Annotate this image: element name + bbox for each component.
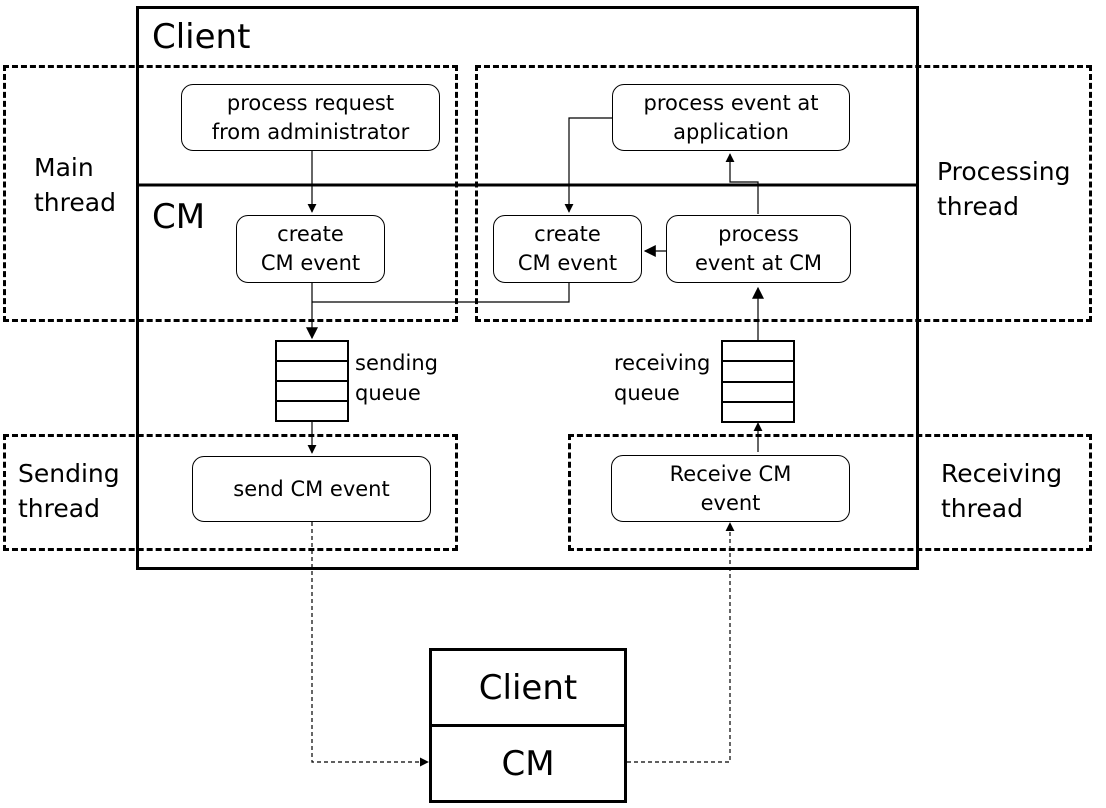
process-request-node: process request from administrator xyxy=(181,84,440,151)
receiving-queue-label: receiving queue xyxy=(614,351,711,405)
arrow-process-cm-to-app xyxy=(725,153,759,214)
cm-section-title: CM xyxy=(152,197,206,237)
queue-slot xyxy=(277,362,347,382)
sending-thread-label: Sending thread xyxy=(18,459,120,523)
network-path-remote-to-receive xyxy=(627,522,735,763)
arrow-right-create-to-sending-queue xyxy=(312,283,570,303)
receiving-thread-region xyxy=(568,434,1092,551)
network-path-send-to-remote xyxy=(311,522,429,767)
process-event-cm-node: process event at CM xyxy=(666,215,851,283)
processing-thread-region xyxy=(475,65,1092,322)
send-cm-event-node: send CM event xyxy=(192,456,431,522)
queue-slot xyxy=(723,342,793,363)
processing-thread-label: Processing thread xyxy=(937,157,1071,221)
receiving-thread-label: Receiving thread xyxy=(941,459,1063,523)
queue-slot xyxy=(723,362,793,383)
remote-cm-cell: CM xyxy=(429,724,627,803)
main-thread-label: Main thread xyxy=(34,153,116,217)
arrow-app-to-create xyxy=(564,117,612,213)
client-outer-box xyxy=(136,6,919,570)
client-section-title: Client xyxy=(152,17,251,57)
queue-slot xyxy=(277,402,347,420)
remote-client-cell: Client xyxy=(429,648,627,727)
receive-cm-event-node: Receive CM event xyxy=(611,455,850,522)
queue-slot xyxy=(723,403,793,421)
remote-client-box: Client CM xyxy=(429,648,627,803)
queue-slot xyxy=(277,342,347,362)
queue-slot xyxy=(723,383,793,403)
create-cm-event-left-node: create CM event xyxy=(236,215,385,283)
sending-queue xyxy=(275,340,349,422)
process-event-application-node: process event at application xyxy=(612,84,850,151)
queue-slot xyxy=(277,382,347,402)
create-cm-event-right-node: create CM event xyxy=(493,215,642,283)
sending-thread-region xyxy=(3,434,458,551)
main-thread-region xyxy=(3,65,458,322)
sending-queue-label: sending queue xyxy=(355,351,438,405)
receiving-queue xyxy=(721,340,795,423)
